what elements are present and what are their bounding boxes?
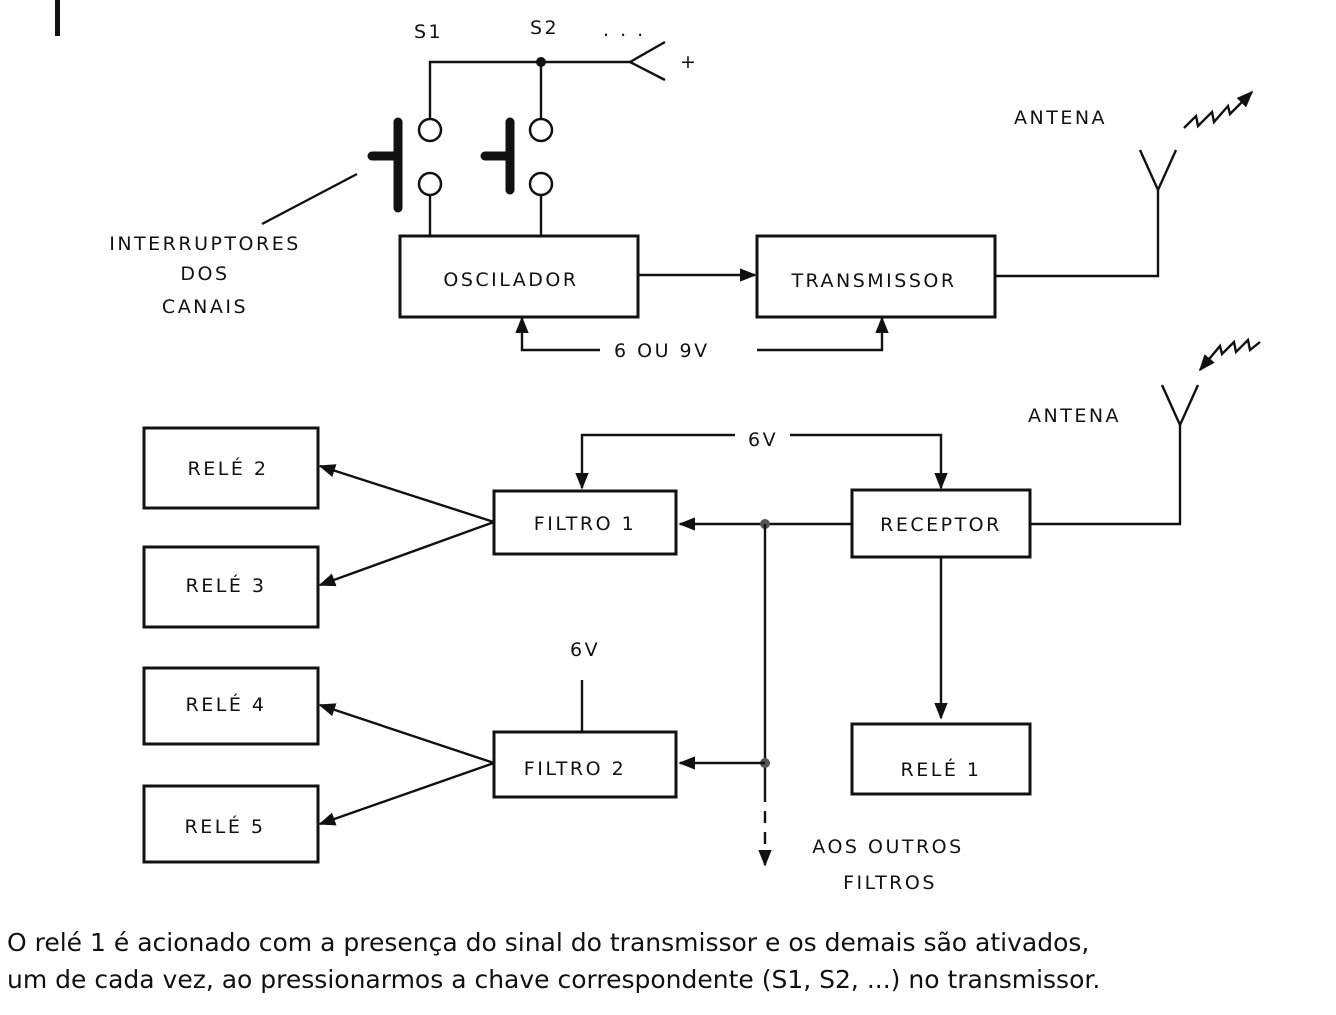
transmitter-supply: 6 OU 9V (515, 316, 889, 362)
switch-caption-line3: CANAIS (162, 296, 248, 318)
receiver-section: ANTENA RECEPTOR 6V FILTRO 1 FILTRO (142, 337, 1261, 894)
switch-caption-line1: INTERRUPTORES (109, 233, 301, 255)
other-filters-label-line2: FILTROS (843, 872, 937, 894)
channel-switch-s2 (480, 117, 554, 236)
filter2-label: FILTRO 2 (524, 758, 626, 780)
block-diagram: S1 S2 . . . + IN (109, 17, 1261, 894)
switch-label-ellipsis: . . . (603, 19, 646, 41)
oscillator-block: OSCILADOR (398, 234, 640, 319)
filter2-to-relay5-arrow (318, 761, 495, 826)
other-filters-label-line1: AOS OUTROS (812, 836, 963, 858)
filter2-supply: 6V (570, 639, 600, 732)
transmitter-supply-label: 6 OU 9V (614, 340, 710, 362)
relay5-block: RELÉ 5 (142, 784, 320, 864)
relay5-label: RELÉ 5 (185, 815, 266, 838)
transmitter-section: S1 S2 . . . + IN (109, 17, 1254, 362)
relay3-label: RELÉ 3 (186, 574, 267, 597)
transmitter-block: TRANSMISSOR (755, 234, 997, 319)
receiver-supply: 6V (575, 429, 948, 490)
filter1-to-relay3-arrow (318, 520, 495, 587)
receiver-antenna-label: ANTENA (1028, 405, 1121, 427)
relay4-block: RELÉ 4 (142, 666, 320, 746)
switch-caption-line2: DOS (180, 263, 229, 285)
supply-bus: + (428, 40, 698, 120)
oscillator-label: OSCILADOR (443, 269, 578, 291)
filter2-supply-label: 6V (570, 639, 600, 661)
page-edge-mark (55, 0, 60, 36)
receiver-supply-label: 6V (748, 429, 778, 451)
receiver-block: RECEPTOR (850, 488, 1032, 559)
relay2-label: RELÉ 2 (188, 457, 269, 480)
relay1-block: RELÉ 1 (850, 722, 1032, 796)
filter2-block: FILTRO 2 (492, 730, 678, 799)
relay3-block: RELÉ 3 (142, 545, 320, 629)
switch-caption: INTERRUPTORES DOS CANAIS (109, 172, 358, 318)
switch-label-s1: S1 (414, 21, 443, 43)
caption-line1: O relé 1 é acionado com a presença do si… (7, 928, 1090, 957)
filter2-to-relay4-arrow (318, 703, 495, 765)
filter1-label: FILTRO 1 (534, 513, 636, 535)
switch-label-s2: S2 (530, 17, 559, 39)
transmitter-antenna: ANTENA (995, 90, 1254, 278)
filter1-to-relay2-arrow (318, 464, 495, 524)
plus-terminal: + (680, 51, 698, 73)
relay4-label: RELÉ 4 (186, 693, 267, 716)
figure-caption: O relé 1 é acionado com a presença do si… (7, 924, 1336, 998)
transmitter-label: TRANSMISSOR (790, 270, 956, 292)
receiver-antenna: ANTENA (1028, 337, 1261, 526)
filter1-block: FILTRO 1 (492, 489, 678, 556)
relay2-block: RELÉ 2 (142, 426, 320, 510)
receiver-label: RECEPTOR (880, 514, 1002, 536)
channel-switch-s1 (367, 117, 443, 236)
transmitter-antenna-label: ANTENA (1014, 107, 1107, 129)
caption-line2: um de cada vez, ao pressionarmos a chave… (7, 965, 1101, 994)
relay1-label: RELÉ 1 (901, 758, 982, 781)
